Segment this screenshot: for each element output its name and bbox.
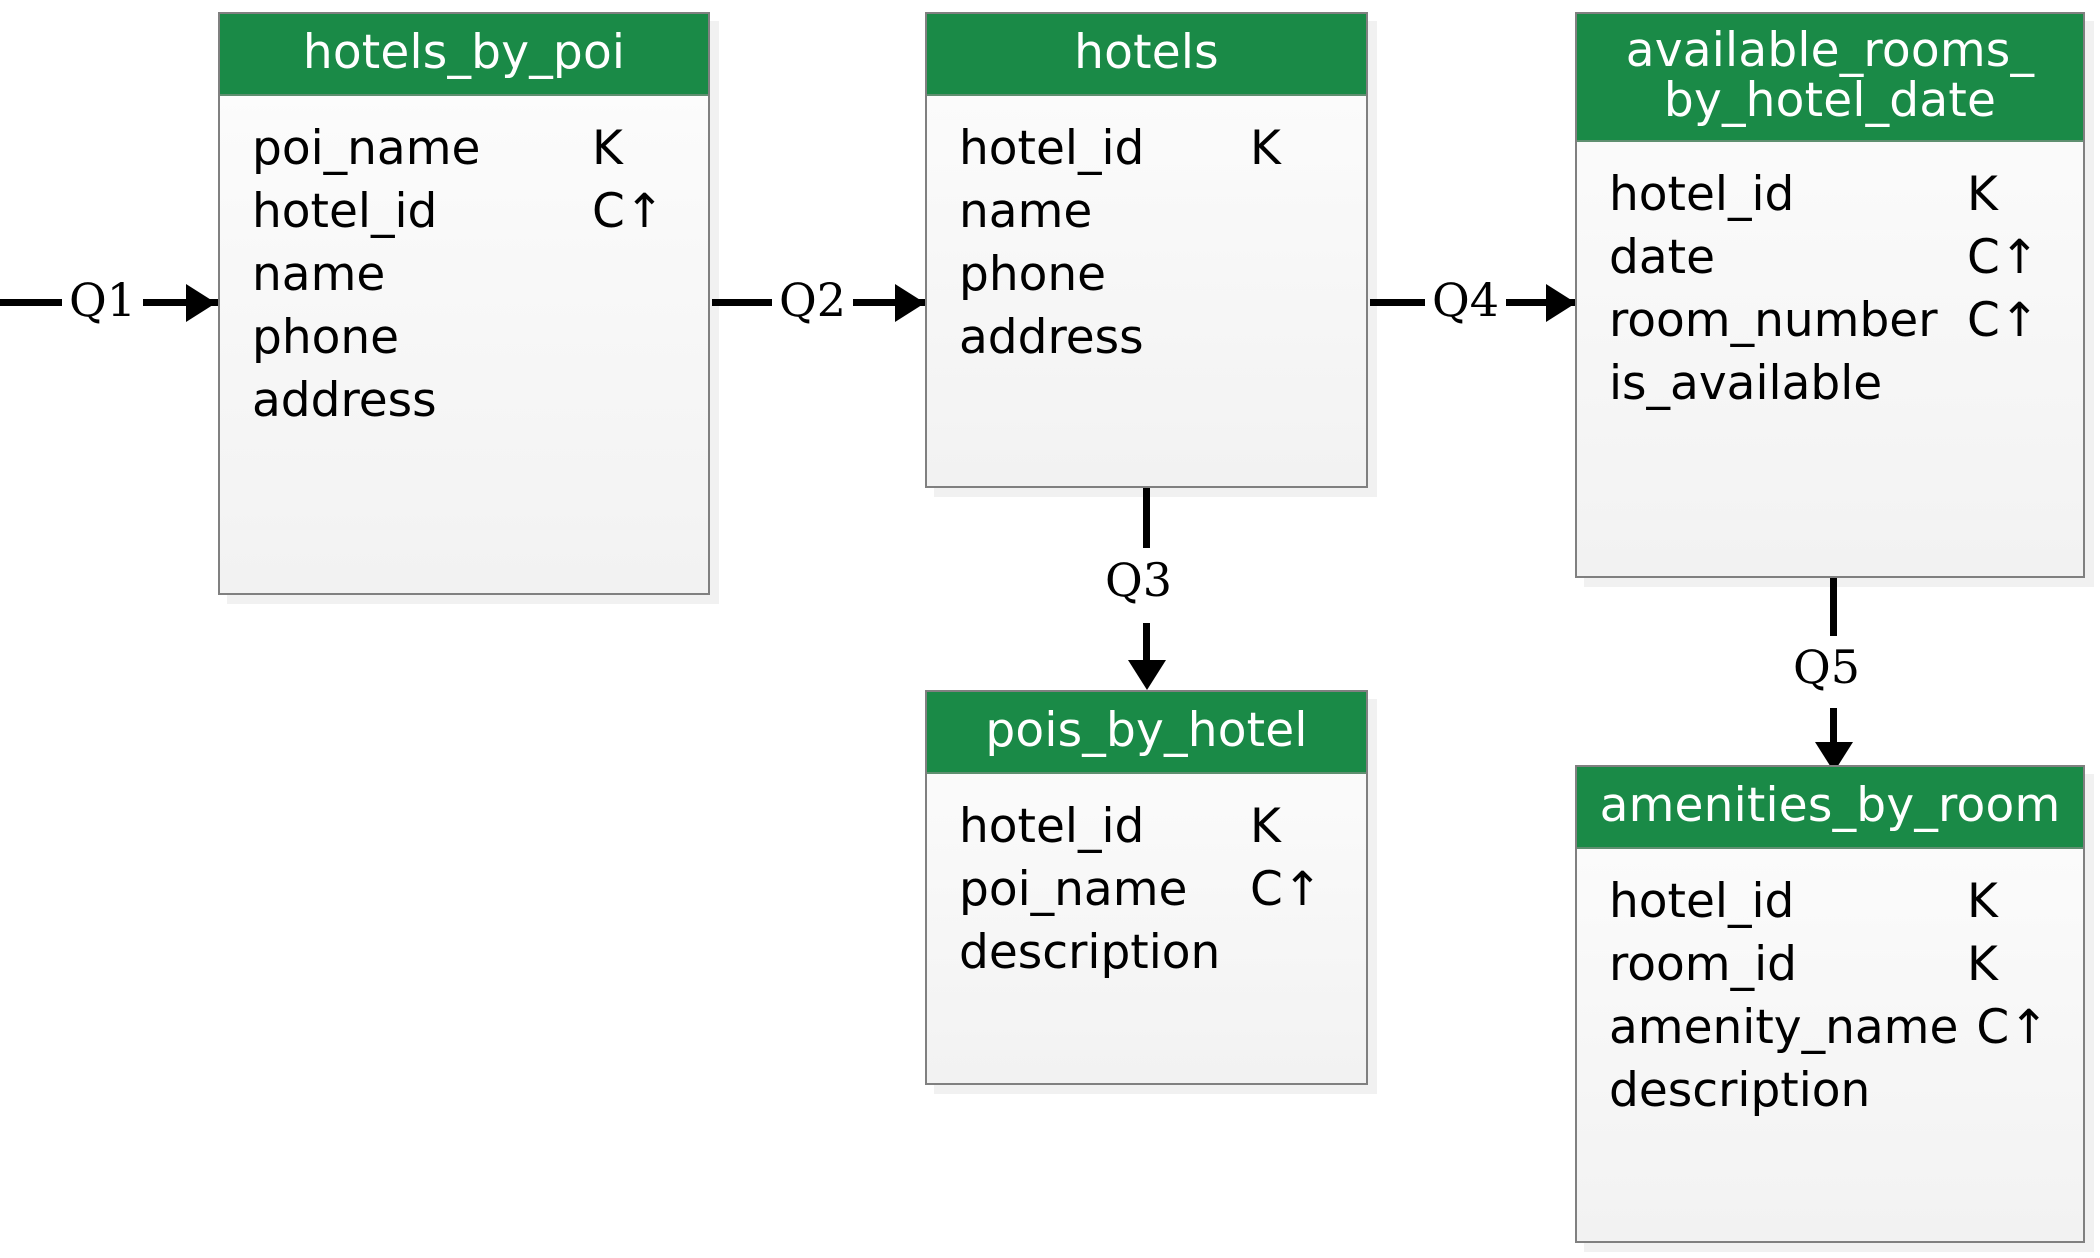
- table-row: poi_name K: [220, 118, 708, 181]
- column-key: K: [1967, 936, 1998, 992]
- column-key: K: [592, 120, 623, 176]
- edge-q3-line-lower: [1143, 623, 1150, 665]
- column-key: K: [1250, 120, 1281, 176]
- edge-q2-arrowhead: [895, 284, 925, 322]
- table-hotels-by-poi[interactable]: hotels_by_poi poi_name K hotel_id C↑ nam…: [218, 12, 710, 595]
- table-title-amenities-by-room: amenities_by_room: [1577, 767, 2083, 849]
- table-row: room_number C↑: [1577, 290, 2083, 353]
- table-pois-by-hotel[interactable]: pois_by_hotel hotel_id K poi_name C↑ des…: [925, 690, 1368, 1085]
- table-row: is_available: [1577, 353, 2083, 416]
- edge-q1-arrowhead: [186, 284, 216, 322]
- table-row: date C↑: [1577, 227, 2083, 290]
- column-key: K: [1967, 166, 1998, 222]
- edge-q1-label: Q1: [62, 273, 143, 327]
- table-row: amenity_name C↑: [1577, 997, 2083, 1060]
- table-row: description: [1577, 1060, 2083, 1123]
- table-title-pois-by-hotel: pois_by_hotel: [927, 692, 1366, 774]
- table-row: description: [927, 922, 1366, 985]
- column-list-pois-by-hotel: hotel_id K poi_name C↑ description: [927, 774, 1366, 995]
- table-row: address: [220, 370, 708, 433]
- table-title-hotels: hotels: [927, 14, 1366, 96]
- column-name: hotel_id: [252, 183, 438, 239]
- column-name: hotel_id: [1609, 166, 1795, 222]
- edge-q4-label: Q4: [1425, 273, 1506, 327]
- table-amenities-by-room[interactable]: amenities_by_room hotel_id K room_id K a…: [1575, 765, 2085, 1243]
- edge-q2-label: Q2: [772, 273, 853, 327]
- column-name: hotel_id: [959, 798, 1145, 854]
- edge-q3-line-upper: [1143, 488, 1150, 548]
- table-available-rooms-by-hotel-date[interactable]: available_rooms_ by_hotel_date hotel_id …: [1575, 12, 2085, 578]
- table-row: hotel_id K: [1577, 871, 2083, 934]
- column-name: poi_name: [959, 861, 1188, 917]
- column-key: K: [1250, 798, 1281, 854]
- column-name: name: [959, 183, 1093, 239]
- edge-q3-arrowhead: [1128, 660, 1166, 690]
- edge-q5-line-upper: [1830, 578, 1837, 636]
- column-name: description: [959, 924, 1221, 980]
- column-key: K: [1967, 873, 1998, 929]
- column-key: C↑: [592, 183, 665, 239]
- column-list-hotels-by-poi: poi_name K hotel_id C↑ name phone addres…: [220, 96, 708, 443]
- column-name: is_available: [1609, 355, 1883, 411]
- table-row: hotel_id K: [927, 118, 1366, 181]
- column-key: C↑: [1976, 999, 2049, 1055]
- column-name: amenity_name: [1609, 999, 1959, 1055]
- table-row: name: [220, 244, 708, 307]
- column-list-amenities-by-room: hotel_id K room_id K amenity_name C↑ des…: [1577, 849, 2083, 1133]
- column-name: hotel_id: [1609, 873, 1795, 929]
- edge-q5-line-lower: [1830, 708, 1837, 748]
- table-row: name: [927, 181, 1366, 244]
- table-row: room_id K: [1577, 934, 2083, 997]
- table-row: hotel_id K: [1577, 164, 2083, 227]
- column-key: C↑: [1250, 861, 1323, 917]
- column-key: C↑: [1967, 292, 2040, 348]
- column-name: date: [1609, 229, 1715, 285]
- column-name: room_id: [1609, 936, 1797, 992]
- table-row: poi_name C↑: [927, 859, 1366, 922]
- table-row: hotel_id C↑: [220, 181, 708, 244]
- column-name: hotel_id: [959, 120, 1145, 176]
- column-name: address: [959, 309, 1144, 365]
- column-name: room_number: [1609, 292, 1938, 348]
- table-title-hotels-by-poi: hotels_by_poi: [220, 14, 708, 96]
- table-row: hotel_id K: [927, 796, 1366, 859]
- table-row: phone: [220, 307, 708, 370]
- column-name: poi_name: [252, 120, 481, 176]
- table-row: phone: [927, 244, 1366, 307]
- column-name: phone: [959, 246, 1107, 302]
- edge-q4-arrowhead: [1546, 284, 1576, 322]
- table-hotels[interactable]: hotels hotel_id K name phone address: [925, 12, 1368, 488]
- column-name: address: [252, 372, 437, 428]
- column-name: phone: [252, 309, 400, 365]
- table-title-available-rooms-by-hotel-date: available_rooms_ by_hotel_date: [1577, 14, 2083, 142]
- table-row: address: [927, 307, 1366, 370]
- column-list-hotels: hotel_id K name phone address: [927, 96, 1366, 380]
- column-name: name: [252, 246, 386, 302]
- column-list-available-rooms: hotel_id K date C↑ room_number C↑ is_ava…: [1577, 142, 2083, 426]
- column-name: description: [1609, 1062, 1871, 1118]
- table-title-line-2: by_hotel_date: [1663, 72, 1997, 128]
- table-title-line-1: available_rooms_: [1625, 23, 2035, 78]
- edge-q3-label: Q3: [1098, 553, 1179, 607]
- edge-q5-label: Q5: [1786, 640, 1867, 694]
- column-key: C↑: [1967, 229, 2040, 285]
